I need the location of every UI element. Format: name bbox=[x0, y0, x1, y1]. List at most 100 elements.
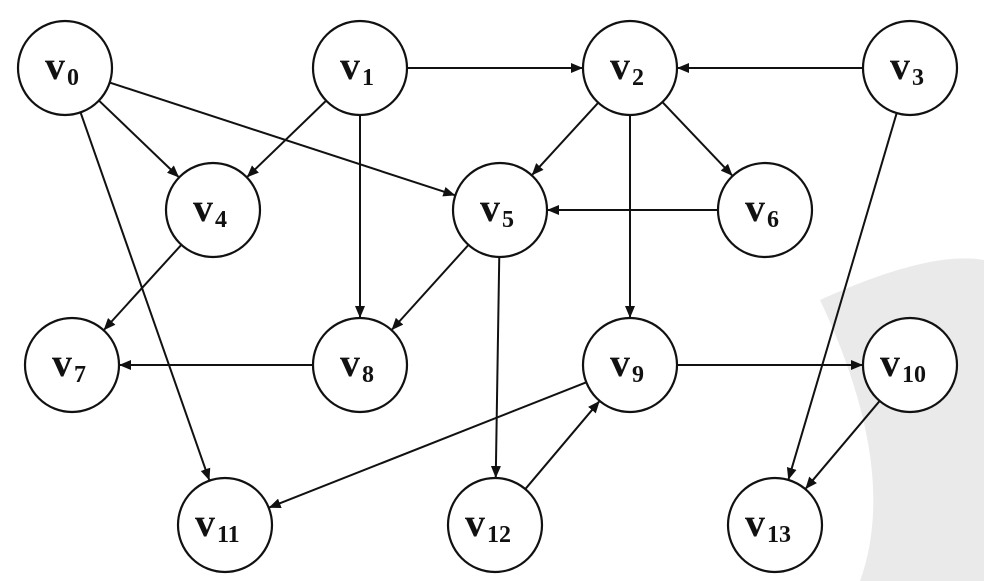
edge-arrow bbox=[786, 112, 898, 480]
node-subscript: 11 bbox=[217, 522, 240, 548]
node-letter: v bbox=[745, 500, 765, 545]
edge-v0-v5 bbox=[109, 81, 456, 197]
node-letter: v bbox=[340, 43, 360, 88]
node-subscript: 7 bbox=[74, 362, 86, 388]
node-subscript: 0 bbox=[67, 65, 79, 91]
node-circle bbox=[861, 316, 959, 414]
watermark bbox=[820, 258, 984, 581]
edge-arrow bbox=[661, 101, 733, 176]
node-label: v10 bbox=[880, 340, 926, 388]
node-v9: v9 bbox=[581, 316, 679, 414]
node-label: v4 bbox=[193, 185, 227, 233]
node-subscript: 6 bbox=[767, 207, 779, 233]
node-letter: v bbox=[890, 43, 910, 88]
node-circle bbox=[311, 316, 409, 414]
edges-layer bbox=[79, 63, 898, 509]
node-v11: v11 bbox=[176, 476, 274, 574]
node-label: v0 bbox=[45, 43, 79, 91]
edge-v4-v7 bbox=[103, 244, 183, 331]
node-circle bbox=[451, 161, 549, 259]
node-subscript: 8 bbox=[362, 362, 374, 388]
edge-arrow bbox=[531, 101, 600, 176]
node-label: v12 bbox=[465, 500, 511, 548]
node-circle bbox=[16, 19, 114, 117]
node-subscript: 4 bbox=[215, 207, 227, 233]
node-circle bbox=[581, 316, 679, 414]
node-circle bbox=[446, 476, 544, 574]
node-label: v3 bbox=[890, 43, 924, 91]
node-circle bbox=[23, 316, 121, 414]
node-letter: v bbox=[480, 185, 500, 230]
edge-arrow bbox=[805, 400, 881, 490]
node-v4: v4 bbox=[164, 161, 262, 259]
node-v6: v6 bbox=[716, 161, 814, 259]
node-label: v8 bbox=[340, 340, 374, 388]
node-letter: v bbox=[610, 340, 630, 385]
node-v1: v1 bbox=[311, 19, 409, 117]
edge-v2-v6 bbox=[661, 101, 733, 176]
node-circle bbox=[726, 476, 824, 574]
node-letter: v bbox=[52, 340, 72, 385]
node-label: v5 bbox=[480, 185, 514, 233]
node-circle bbox=[311, 19, 409, 117]
node-v8: v8 bbox=[311, 316, 409, 414]
node-v10: v10 bbox=[861, 316, 959, 414]
node-letter: v bbox=[45, 43, 65, 88]
edge-arrow bbox=[490, 256, 501, 479]
node-subscript: 13 bbox=[767, 522, 791, 548]
edge-arrow bbox=[103, 244, 183, 331]
node-subscript: 5 bbox=[502, 207, 514, 233]
node-letter: v bbox=[340, 340, 360, 385]
edge-arrow bbox=[98, 99, 180, 178]
edge-arrow bbox=[79, 112, 211, 481]
node-circle bbox=[861, 19, 959, 117]
node-label: v9 bbox=[610, 340, 644, 388]
edge-arrow bbox=[109, 81, 456, 197]
node-circle bbox=[581, 19, 679, 117]
node-label: v1 bbox=[340, 43, 374, 91]
edge-v2-v5 bbox=[531, 101, 600, 176]
node-subscript: 12 bbox=[487, 522, 511, 548]
node-letter: v bbox=[610, 43, 630, 88]
edge-v0-v11 bbox=[79, 112, 211, 481]
node-letter: v bbox=[465, 500, 485, 545]
edge-arrow bbox=[391, 244, 470, 331]
node-label: v6 bbox=[745, 185, 779, 233]
node-letter: v bbox=[195, 500, 215, 545]
node-v3: v3 bbox=[861, 19, 959, 117]
node-letter: v bbox=[745, 185, 765, 230]
edge-v10-v13 bbox=[805, 400, 881, 490]
node-v5: v5 bbox=[451, 161, 549, 259]
node-v2: v2 bbox=[581, 19, 679, 117]
node-subscript: 9 bbox=[632, 362, 644, 388]
node-circle bbox=[716, 161, 814, 259]
node-letter: v bbox=[880, 340, 900, 385]
edge-arrow bbox=[268, 381, 587, 509]
edge-v0-v4 bbox=[98, 99, 180, 178]
node-v0: v0 bbox=[16, 19, 114, 117]
node-label: v13 bbox=[745, 500, 791, 548]
edge-v5-v12 bbox=[490, 256, 501, 479]
edge-arrow bbox=[524, 400, 600, 490]
node-subscript: 2 bbox=[632, 65, 644, 91]
node-label: v7 bbox=[52, 340, 86, 388]
node-v12: v12 bbox=[446, 476, 544, 574]
edge-v3-v13 bbox=[786, 112, 898, 480]
node-subscript: 3 bbox=[912, 65, 924, 91]
node-label: v2 bbox=[610, 43, 644, 91]
edge-v12-v9 bbox=[524, 400, 600, 490]
edge-arrow bbox=[246, 99, 327, 178]
node-v13: v13 bbox=[726, 476, 824, 574]
edge-v9-v11 bbox=[268, 381, 587, 509]
node-circle bbox=[164, 161, 262, 259]
node-circle bbox=[176, 476, 274, 574]
node-letter: v bbox=[193, 185, 213, 230]
edge-v5-v8 bbox=[391, 244, 470, 331]
edge-v1-v4 bbox=[246, 99, 327, 178]
node-label: v11 bbox=[195, 500, 240, 548]
node-v7: v7 bbox=[23, 316, 121, 414]
node-subscript: 1 bbox=[362, 65, 374, 91]
